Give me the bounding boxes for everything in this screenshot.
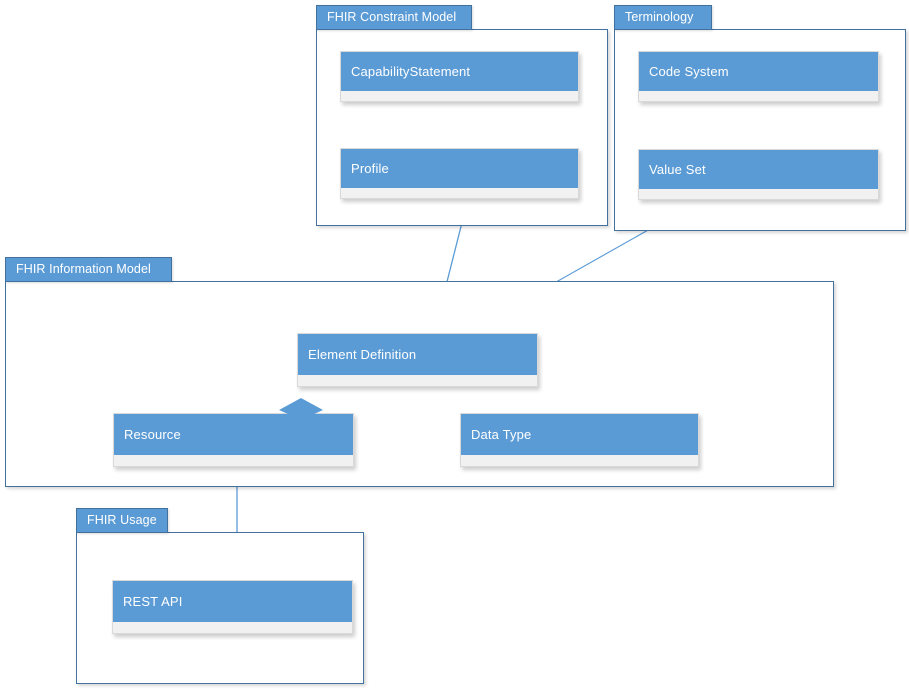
class-label-capability-statement: CapabilityStatement [351, 64, 471, 79]
class-element-definition[interactable]: Element Definition [297, 333, 538, 387]
class-code-system[interactable]: Code System [638, 51, 879, 102]
class-label-resource: Resource [124, 427, 181, 442]
class-label-element-definition: Element Definition [308, 347, 417, 362]
composition-diamond-icon [279, 398, 323, 420]
class-label-code-system: Code System [649, 64, 729, 79]
class-capability-statement[interactable]: CapabilityStatement [340, 51, 579, 102]
package-tab-fhir-information-model[interactable]: FHIR Information Model [5, 257, 172, 282]
class-label-value-set: Value Set [649, 162, 706, 177]
class-header-profile: Profile [341, 149, 578, 188]
class-footer-rest-api [113, 622, 352, 633]
class-header-code-system: Code System [639, 52, 878, 91]
class-label-data-type: Data Type [471, 427, 532, 442]
class-value-set[interactable]: Value Set [638, 149, 879, 200]
class-label-rest-api: REST API [123, 594, 183, 609]
class-rest-api[interactable]: REST API [112, 580, 353, 634]
package-label-terminology: Terminology [625, 10, 694, 25]
class-footer-element-definition [298, 375, 537, 386]
class-header-element-definition: Element Definition [298, 334, 537, 375]
package-tab-terminology[interactable]: Terminology [614, 5, 712, 30]
class-profile[interactable]: Profile [340, 148, 579, 199]
class-label-profile: Profile [351, 161, 389, 176]
class-header-capability-statement: CapabilityStatement [341, 52, 578, 91]
class-data-type[interactable]: Data Type [460, 413, 699, 467]
class-footer-value-set [639, 189, 878, 199]
package-tab-fhir-usage[interactable]: FHIR Usage [76, 508, 168, 533]
class-header-data-type: Data Type [461, 414, 698, 455]
package-label-fhir-information-model: FHIR Information Model [16, 262, 151, 277]
package-label-fhir-constraint-model: FHIR Constraint Model [327, 10, 457, 25]
class-footer-code-system [639, 91, 878, 101]
class-header-rest-api: REST API [113, 581, 352, 622]
class-header-value-set: Value Set [639, 150, 878, 189]
class-footer-data-type [461, 455, 698, 466]
package-tab-fhir-constraint-model[interactable]: FHIR Constraint Model [316, 5, 472, 30]
class-footer-profile [341, 188, 578, 198]
package-label-fhir-usage: FHIR Usage [87, 513, 157, 528]
class-footer-capability-statement [341, 91, 578, 101]
class-footer-resource [114, 455, 353, 466]
